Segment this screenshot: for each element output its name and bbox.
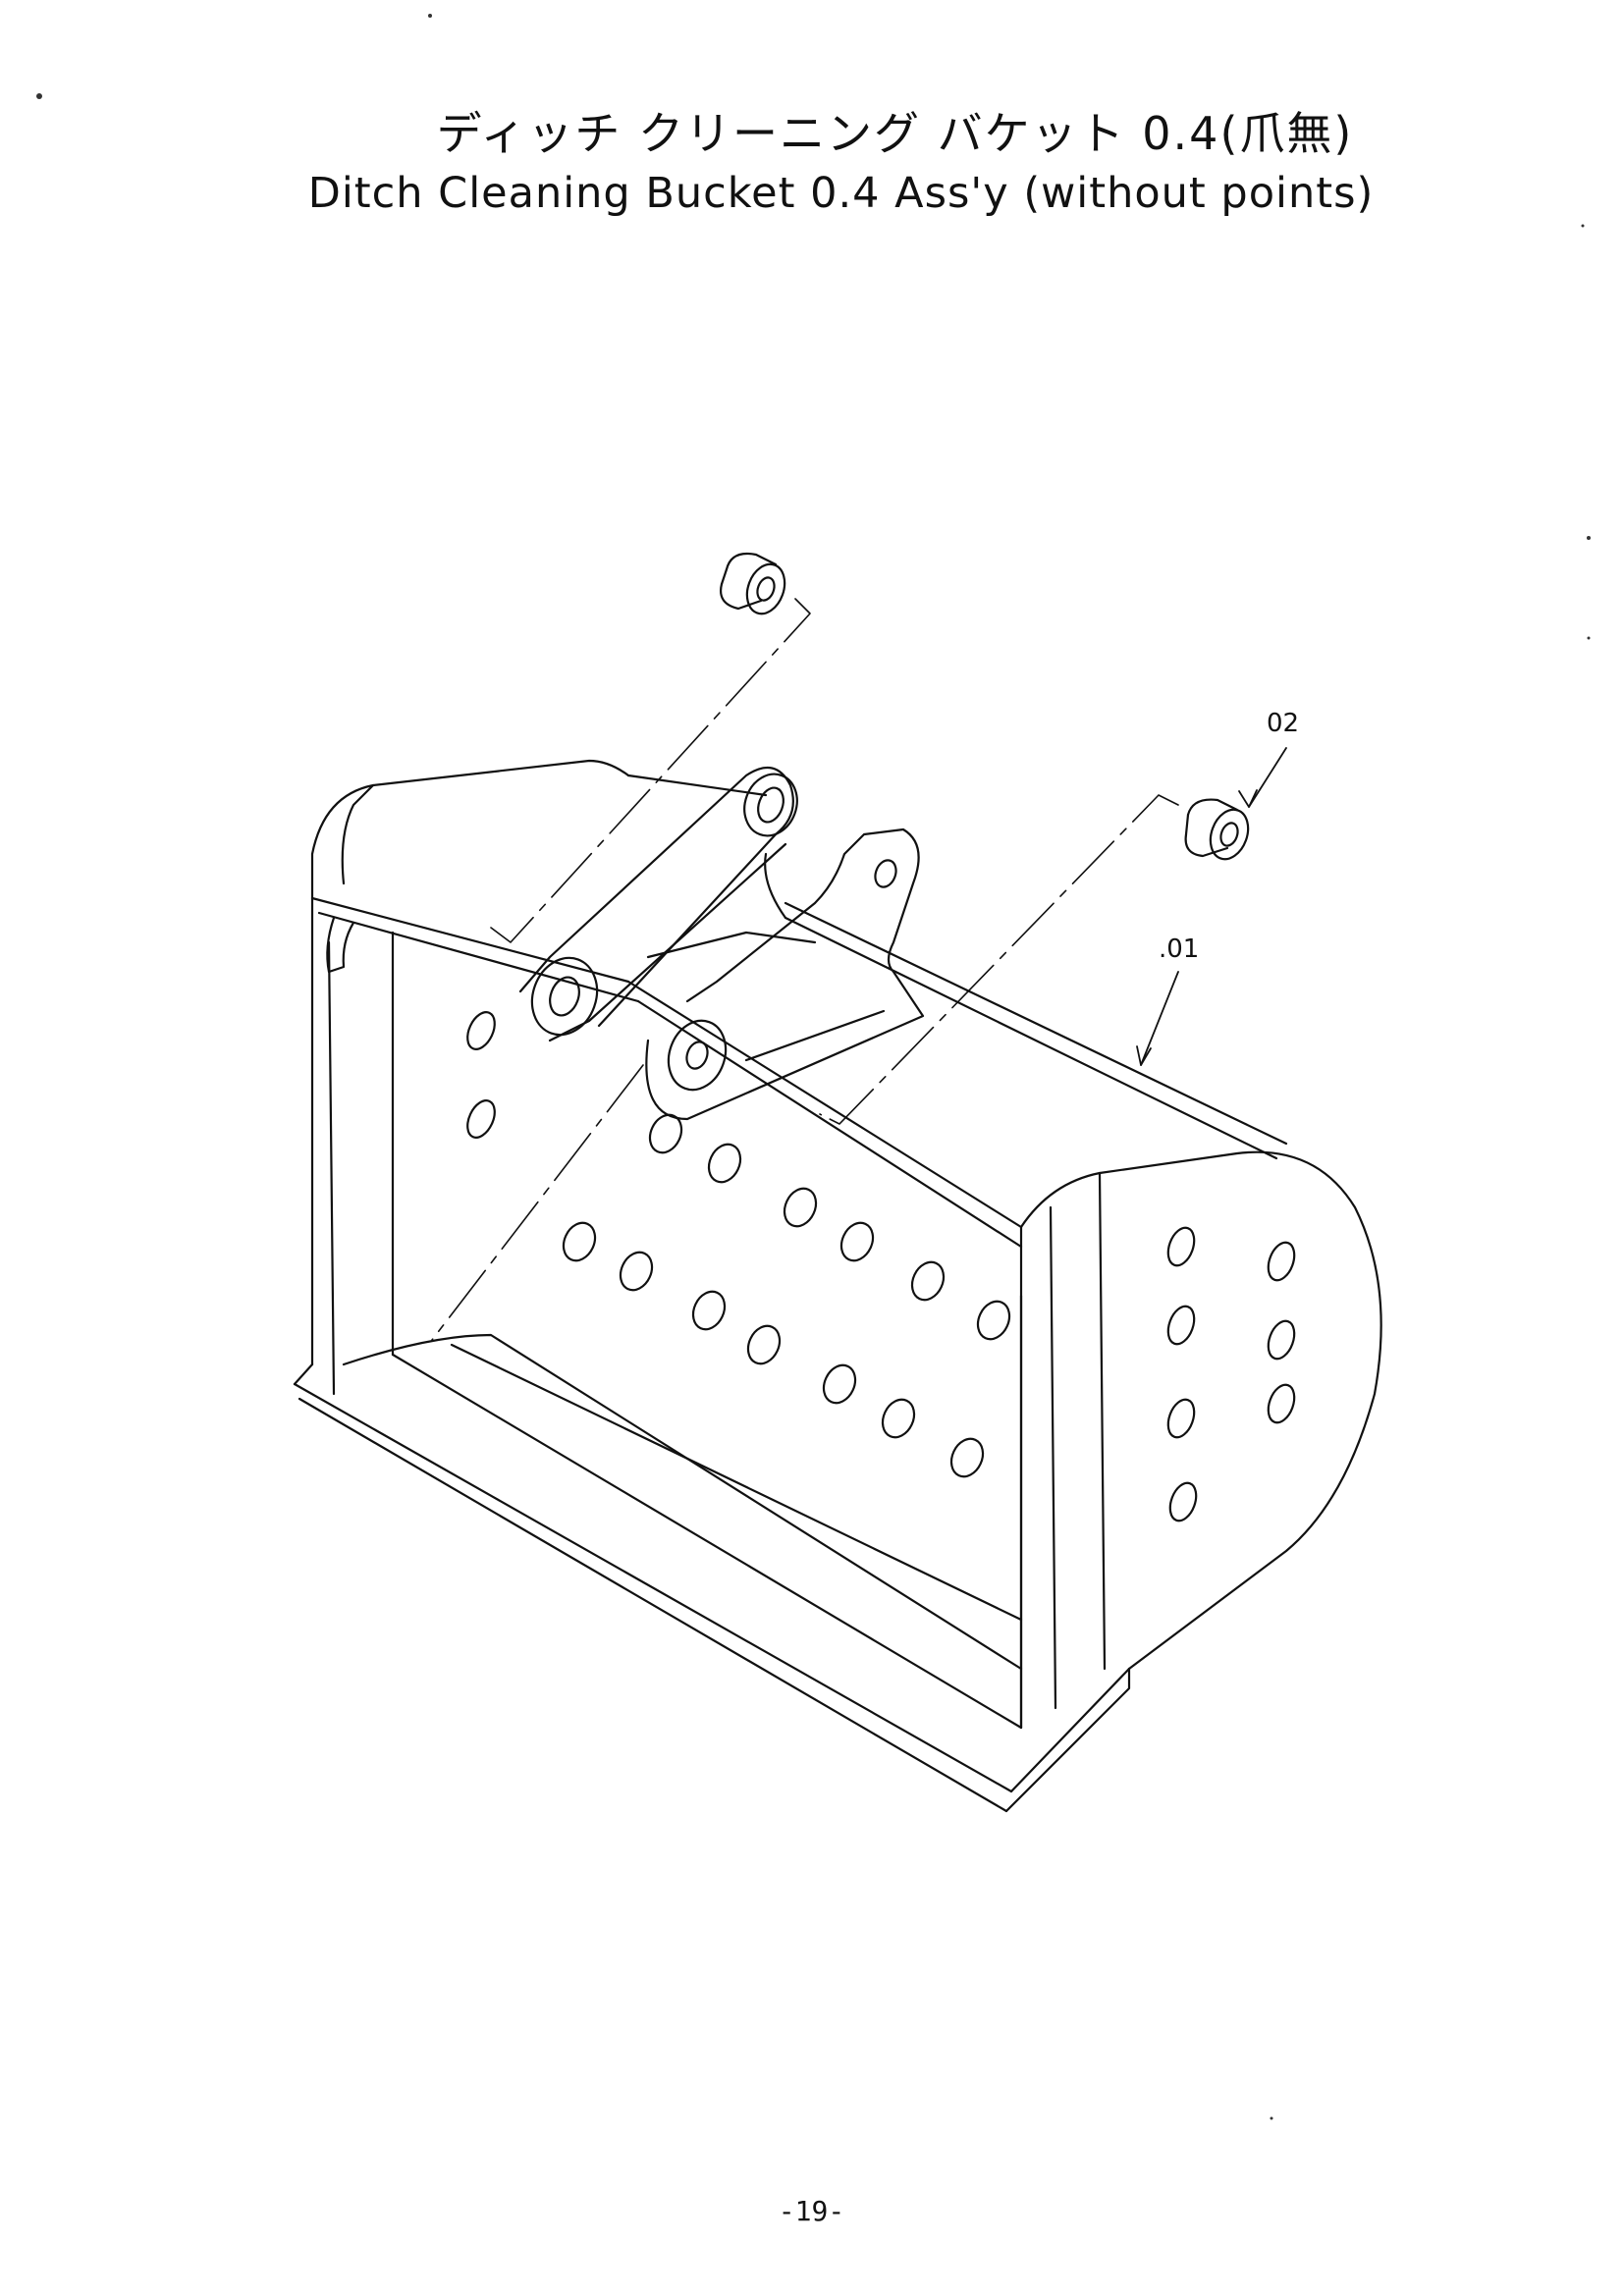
bushing-right [1184,798,1250,861]
bushing-top [720,552,786,615]
callout-label-02: 02 [1267,709,1299,738]
bucket-body [293,759,1382,1813]
center-lines [431,598,1179,1341]
title-english: Ditch Cleaning Bucket 0.4 Ass'y (without… [307,169,1375,218]
title-japanese: ディッチ クリーニング バケット 0.4(爪無) [436,107,1354,160]
mounting-brackets [518,766,925,1121]
scan-specks [36,14,1591,2120]
callout-label-01: .01 [1159,934,1199,964]
callout-leaders [1136,747,1287,1066]
page-number: -19- [778,2195,845,2227]
side-plate-holes [1166,1226,1296,1522]
back-plate-holes [466,1011,1011,1478]
